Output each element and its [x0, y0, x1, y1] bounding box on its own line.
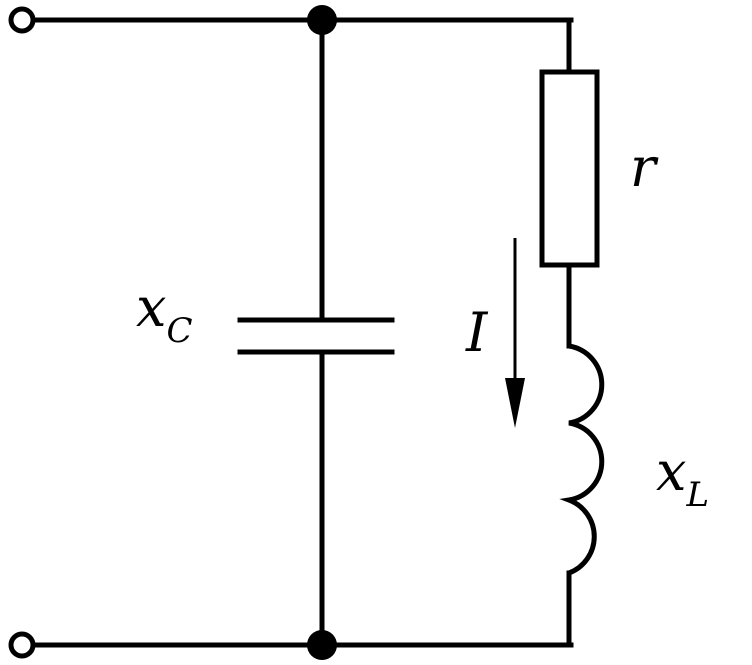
bottom-terminal	[8, 631, 36, 659]
resistor-label: r	[630, 136, 659, 199]
top-terminal	[8, 6, 36, 34]
inductor-coil	[559, 343, 605, 576]
resistor	[539, 69, 600, 268]
inductor-label: xL	[656, 440, 709, 515]
junction-bottom	[307, 630, 337, 660]
rl-branch	[539, 17, 605, 648]
junction-top	[307, 5, 337, 35]
capacitor-branch	[237, 17, 395, 648]
current-arrow	[505, 238, 525, 428]
capacitor-label: xC	[136, 276, 192, 351]
current-label: I	[465, 301, 489, 364]
